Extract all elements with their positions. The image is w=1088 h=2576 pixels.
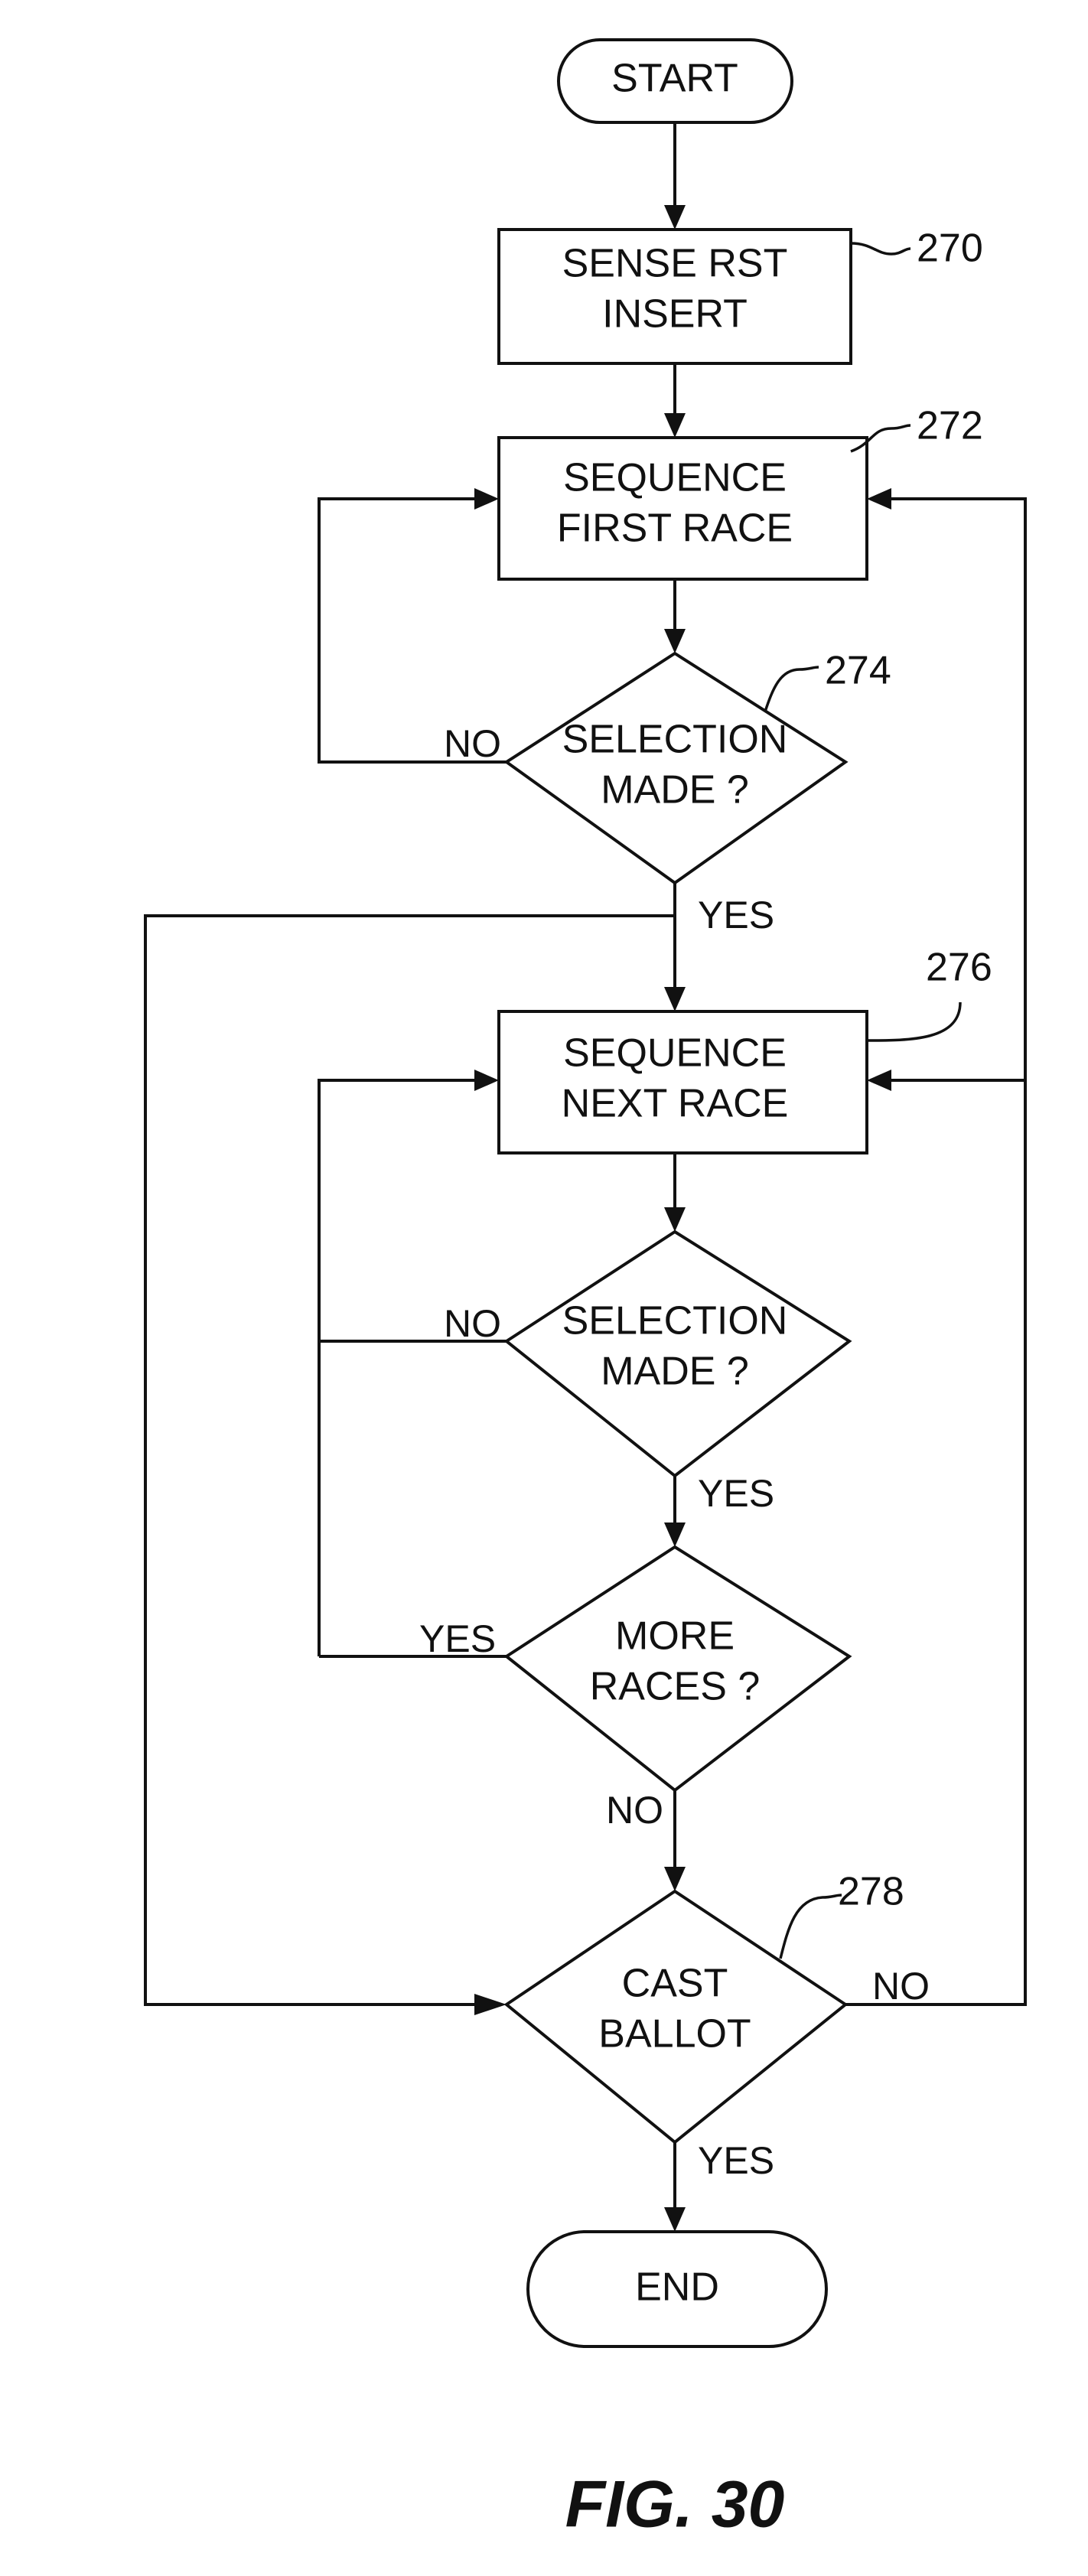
arrowhead [664,2207,686,2232]
leader-278 [780,1895,842,1959]
seqfirst-label-line1: SEQUENCE [563,456,787,500]
sense-rst-insert-box: SENSE RST INSERT [499,230,851,363]
cast-label-line1: CAST [622,1962,728,2006]
arrowhead [664,987,686,1011]
arrowhead [474,1994,507,2015]
edge-label-more-yes: YES [419,1617,496,1660]
arrowhead [664,413,686,438]
edge-label-sel1-yes: YES [698,894,774,936]
start-label: START [611,57,738,101]
sense-label-line2: INSERT [602,292,748,337]
leader-274 [765,667,819,712]
sequence-first-race-box: SEQUENCE FIRST RACE [499,438,867,579]
edge-label-sel2-yes: YES [698,1472,774,1515]
sense-label-line1: SENSE RST [562,242,788,286]
more-label-line1: MORE [615,1614,735,1659]
arrowhead [664,629,686,653]
ref-274: 274 [825,649,891,693]
more-races-decision: MORE RACES ? [507,1547,849,1790]
end-label: END [635,2265,719,2310]
seqfirst-label-line2: FIRST RACE [557,506,793,551]
start-terminal: START [559,40,792,122]
figure-caption: FIG. 30 [565,2468,785,2542]
seqnext-label-line2: NEXT RACE [562,1082,789,1126]
end-terminal: END [528,2232,826,2346]
ref-276: 276 [926,946,992,990]
arrowhead [664,1867,686,1891]
sel2-label-line1: SELECTION [562,1299,788,1343]
ref-278: 278 [838,1870,904,1914]
selection-made-decision-1: SELECTION MADE ? [507,653,845,883]
arrowhead [867,1070,891,1091]
cast-label-line2: BALLOT [598,2012,751,2057]
more-label-line2: RACES ? [590,1665,761,1709]
arrowhead [664,205,686,230]
edge-label-cast-no: NO [872,1965,930,2008]
ref-270: 270 [917,226,983,271]
ref-272: 272 [917,404,983,448]
edge-cast-no-loop [845,499,1025,2004]
edge-label-sel2-no: NO [444,1302,501,1345]
arrowhead [867,488,891,510]
sel1-label-line2: MADE ? [601,768,749,813]
selection-made-decision-2: SELECTION MADE ? [507,1232,849,1476]
sequence-next-race-box: SEQUENCE NEXT RACE [499,1011,867,1153]
sel2-label-line2: MADE ? [601,1350,749,1394]
edge-label-cast-yes: YES [698,2139,774,2182]
arrowhead [474,488,499,510]
seqnext-label-line1: SEQUENCE [563,1031,787,1076]
edge-label-more-no: NO [606,1789,663,1832]
cast-ballot-decision: CAST BALLOT [507,1891,845,2142]
leader-276 [867,1002,960,1040]
arrowhead [664,1522,686,1547]
sel1-label-line1: SELECTION [562,718,788,762]
arrowhead [664,1207,686,1232]
arrowhead [474,1070,499,1091]
leader-270 [851,243,910,254]
edge-label-sel1-no: NO [444,722,501,765]
